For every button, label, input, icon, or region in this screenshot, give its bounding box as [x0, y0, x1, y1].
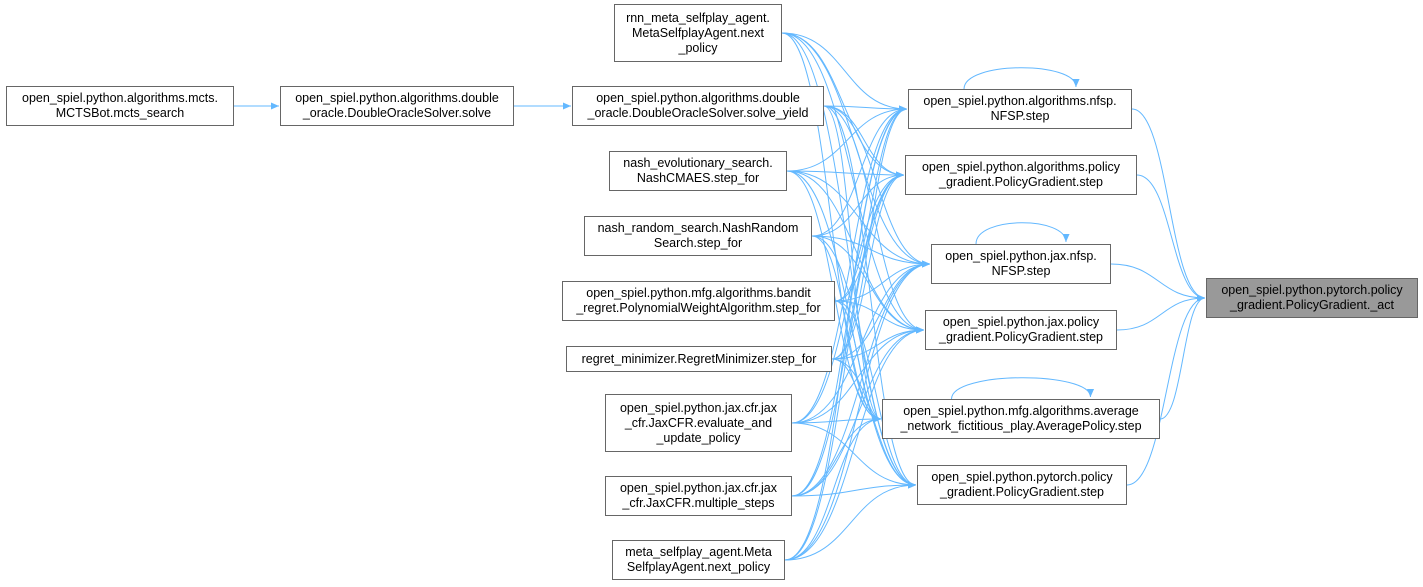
- node-label: meta_selfplay_agent.Meta SelfplayAgent.n…: [625, 545, 772, 574]
- node-nash-cmaes-step-for[interactable]: nash_evolutionary_search. NashCMAES.step…: [609, 151, 787, 191]
- edge-bandit-to-jax_nfsp: [834, 260, 931, 302]
- edge-regret_min-to-alg_pg: [831, 171, 905, 360]
- node-double-oracle-solver-solve-yield[interactable]: open_spiel.python.algorithms.double _ora…: [572, 86, 824, 126]
- edge-meta_selfplay-to-jax_pg: [784, 326, 925, 561]
- node-label: open_spiel.python.jax.policy _gradient.P…: [939, 315, 1103, 344]
- edge-do_solve_yield-to-alg_nfsp: [823, 105, 908, 113]
- edge-do_solve_yield-to-mfg_avg: [823, 105, 882, 423]
- edge-rnn_meta-to-torch_pg: [781, 32, 917, 489]
- edge-jax_pg-to-target: [1116, 294, 1206, 331]
- edge-alg_nfsp-to-target: [1131, 108, 1206, 302]
- node-meta-selfplay-agent-next-policy[interactable]: meta_selfplay_agent.Meta SelfplayAgent.n…: [612, 540, 785, 580]
- node-label: open_spiel.python.jax.nfsp. NFSP.step: [945, 249, 1097, 278]
- node-label: open_spiel.python.jax.cfr.jax _cfr.JaxCF…: [619, 481, 778, 510]
- edge-nash_random-to-torch_pg: [811, 235, 917, 489]
- edge-meta_selfplay-to-alg_pg: [784, 171, 905, 561]
- node-nash-random-search-step-for[interactable]: nash_random_search.NashRandom Search.ste…: [584, 216, 812, 256]
- node-label: open_spiel.python.algorithms.mcts. MCTSB…: [22, 91, 218, 120]
- node-label: open_spiel.python.algorithms.double _ora…: [295, 91, 499, 120]
- edge-alg_nfsp-to-alg_nfsp: [963, 67, 1080, 90]
- edge-do_solve_yield-to-jax_pg: [823, 105, 925, 334]
- edge-nash_random-to-jax_pg: [811, 235, 925, 334]
- edge-jax_cfr_eval-to-alg_pg: [791, 171, 905, 424]
- node-label: nash_random_search.NashRandom Search.ste…: [597, 221, 799, 250]
- node-algorithms-nfsp-step[interactable]: open_spiel.python.algorithms.nfsp. NFSP.…: [908, 89, 1132, 129]
- edge-bandit-to-alg_nfsp: [834, 105, 908, 302]
- node-label: nash_evolutionary_search. NashCMAES.step…: [623, 156, 773, 185]
- edge-meta_selfplay-to-mfg_avg: [784, 415, 882, 561]
- node-label: regret_minimizer.RegretMinimizer.step_fo…: [581, 351, 817, 366]
- node-label: open_spiel.python.algorithms.nfsp. NFSP.…: [923, 94, 1117, 123]
- edge-nash_random-to-jax_nfsp: [811, 235, 931, 268]
- edge-jax_cfr_multi-to-mfg_avg: [791, 415, 882, 497]
- edge-nash_random-to-alg_pg: [811, 171, 905, 237]
- node-double-oracle-solver-solve[interactable]: open_spiel.python.algorithms.double _ora…: [280, 86, 514, 126]
- edge-jax_cfr_eval-to-jax_pg: [791, 326, 925, 424]
- node-pytorch-policy-gradient-act: open_spiel.python.pytorch.policy _gradie…: [1206, 278, 1418, 318]
- edge-jax_cfr_multi-to-jax_nfsp: [791, 260, 931, 497]
- edge-meta_selfplay-to-alg_nfsp: [784, 105, 908, 561]
- edge-do_solve_yield-to-torch_pg: [823, 105, 917, 489]
- edge-rnn_meta-to-jax_nfsp: [781, 32, 931, 268]
- node-jax-cfr-evaluate-and-update-policy[interactable]: open_spiel.python.jax.cfr.jax _cfr.JaxCF…: [605, 394, 792, 452]
- edge-jax_cfr_eval-to-torch_pg: [791, 422, 917, 489]
- edge-jax_cfr_multi-to-torch_pg: [791, 481, 917, 497]
- edge-jax_cfr_eval-to-alg_nfsp: [791, 105, 908, 424]
- node-rnn-meta-selfplay-agent-next-policy[interactable]: rnn_meta_selfplay_agent. MetaSelfplayAge…: [614, 4, 782, 62]
- node-mfg-average-policy-step[interactable]: open_spiel.python.mfg.algorithms.average…: [882, 399, 1160, 439]
- node-polynomial-weight-algorithm-step-for[interactable]: open_spiel.python.mfg.algorithms.bandit …: [562, 281, 835, 321]
- node-label: open_spiel.python.algorithms.double _ora…: [587, 91, 809, 120]
- node-algorithms-policy-gradient-step[interactable]: open_spiel.python.algorithms.policy _gra…: [905, 155, 1137, 195]
- node-regret-minimizer-step-for[interactable]: regret_minimizer.RegretMinimizer.step_fo…: [566, 346, 832, 372]
- node-label: open_spiel.python.algorithms.policy _gra…: [921, 160, 1121, 189]
- edge-meta_selfplay-to-torch_pg: [784, 481, 917, 561]
- edge-nash_evo-to-alg_nfsp: [786, 105, 908, 172]
- edge-rnn_meta-to-jax_pg: [781, 32, 925, 334]
- node-label: open_spiel.python.pytorch.policy _gradie…: [931, 470, 1113, 499]
- node-pytorch-policy-gradient-step[interactable]: open_spiel.python.pytorch.policy _gradie…: [917, 465, 1127, 505]
- edge-alg_pg-to-target: [1136, 174, 1206, 302]
- node-label: open_spiel.python.jax.cfr.jax _cfr.JaxCF…: [619, 400, 778, 445]
- node-label: rnn_meta_selfplay_agent. MetaSelfplayAge…: [626, 10, 770, 55]
- node-jax-cfr-multiple-steps[interactable]: open_spiel.python.jax.cfr.jax _cfr.JaxCF…: [605, 476, 792, 516]
- node-jax-nfsp-step[interactable]: open_spiel.python.jax.nfsp. NFSP.step: [931, 244, 1111, 284]
- edge-jax_cfr_eval-to-mfg_avg: [791, 415, 882, 424]
- edge-jax_nfsp-to-target: [1110, 263, 1206, 302]
- edge-nash_random-to-alg_nfsp: [811, 105, 908, 237]
- edge-rnn_meta-to-alg_nfsp: [781, 32, 908, 113]
- edge-torch_pg-to-target: [1126, 294, 1206, 486]
- node-label: open_spiel.python.pytorch.policy _gradie…: [1221, 283, 1403, 312]
- edge-nash_evo-to-jax_pg: [786, 170, 925, 334]
- edge-mfg_avg-to-mfg_avg: [951, 377, 1095, 400]
- edge-jax_nfsp-to-jax_nfsp: [975, 222, 1070, 245]
- edge-meta_selfplay-to-jax_nfsp: [784, 260, 931, 561]
- edge-nash_evo-to-alg_pg: [786, 170, 905, 179]
- node-jax-policy-gradient-step[interactable]: open_spiel.python.jax.policy _gradient.P…: [925, 310, 1117, 350]
- edge-jax_cfr_eval-to-jax_nfsp: [791, 260, 931, 424]
- node-mcts-bot-mcts-search[interactable]: open_spiel.python.algorithms.mcts. MCTSB…: [6, 86, 234, 126]
- node-label: open_spiel.python.mfg.algorithms.bandit …: [576, 286, 821, 315]
- node-label: open_spiel.python.mfg.algorithms.average…: [900, 404, 1142, 433]
- edge-mfg_avg-to-target: [1159, 294, 1206, 420]
